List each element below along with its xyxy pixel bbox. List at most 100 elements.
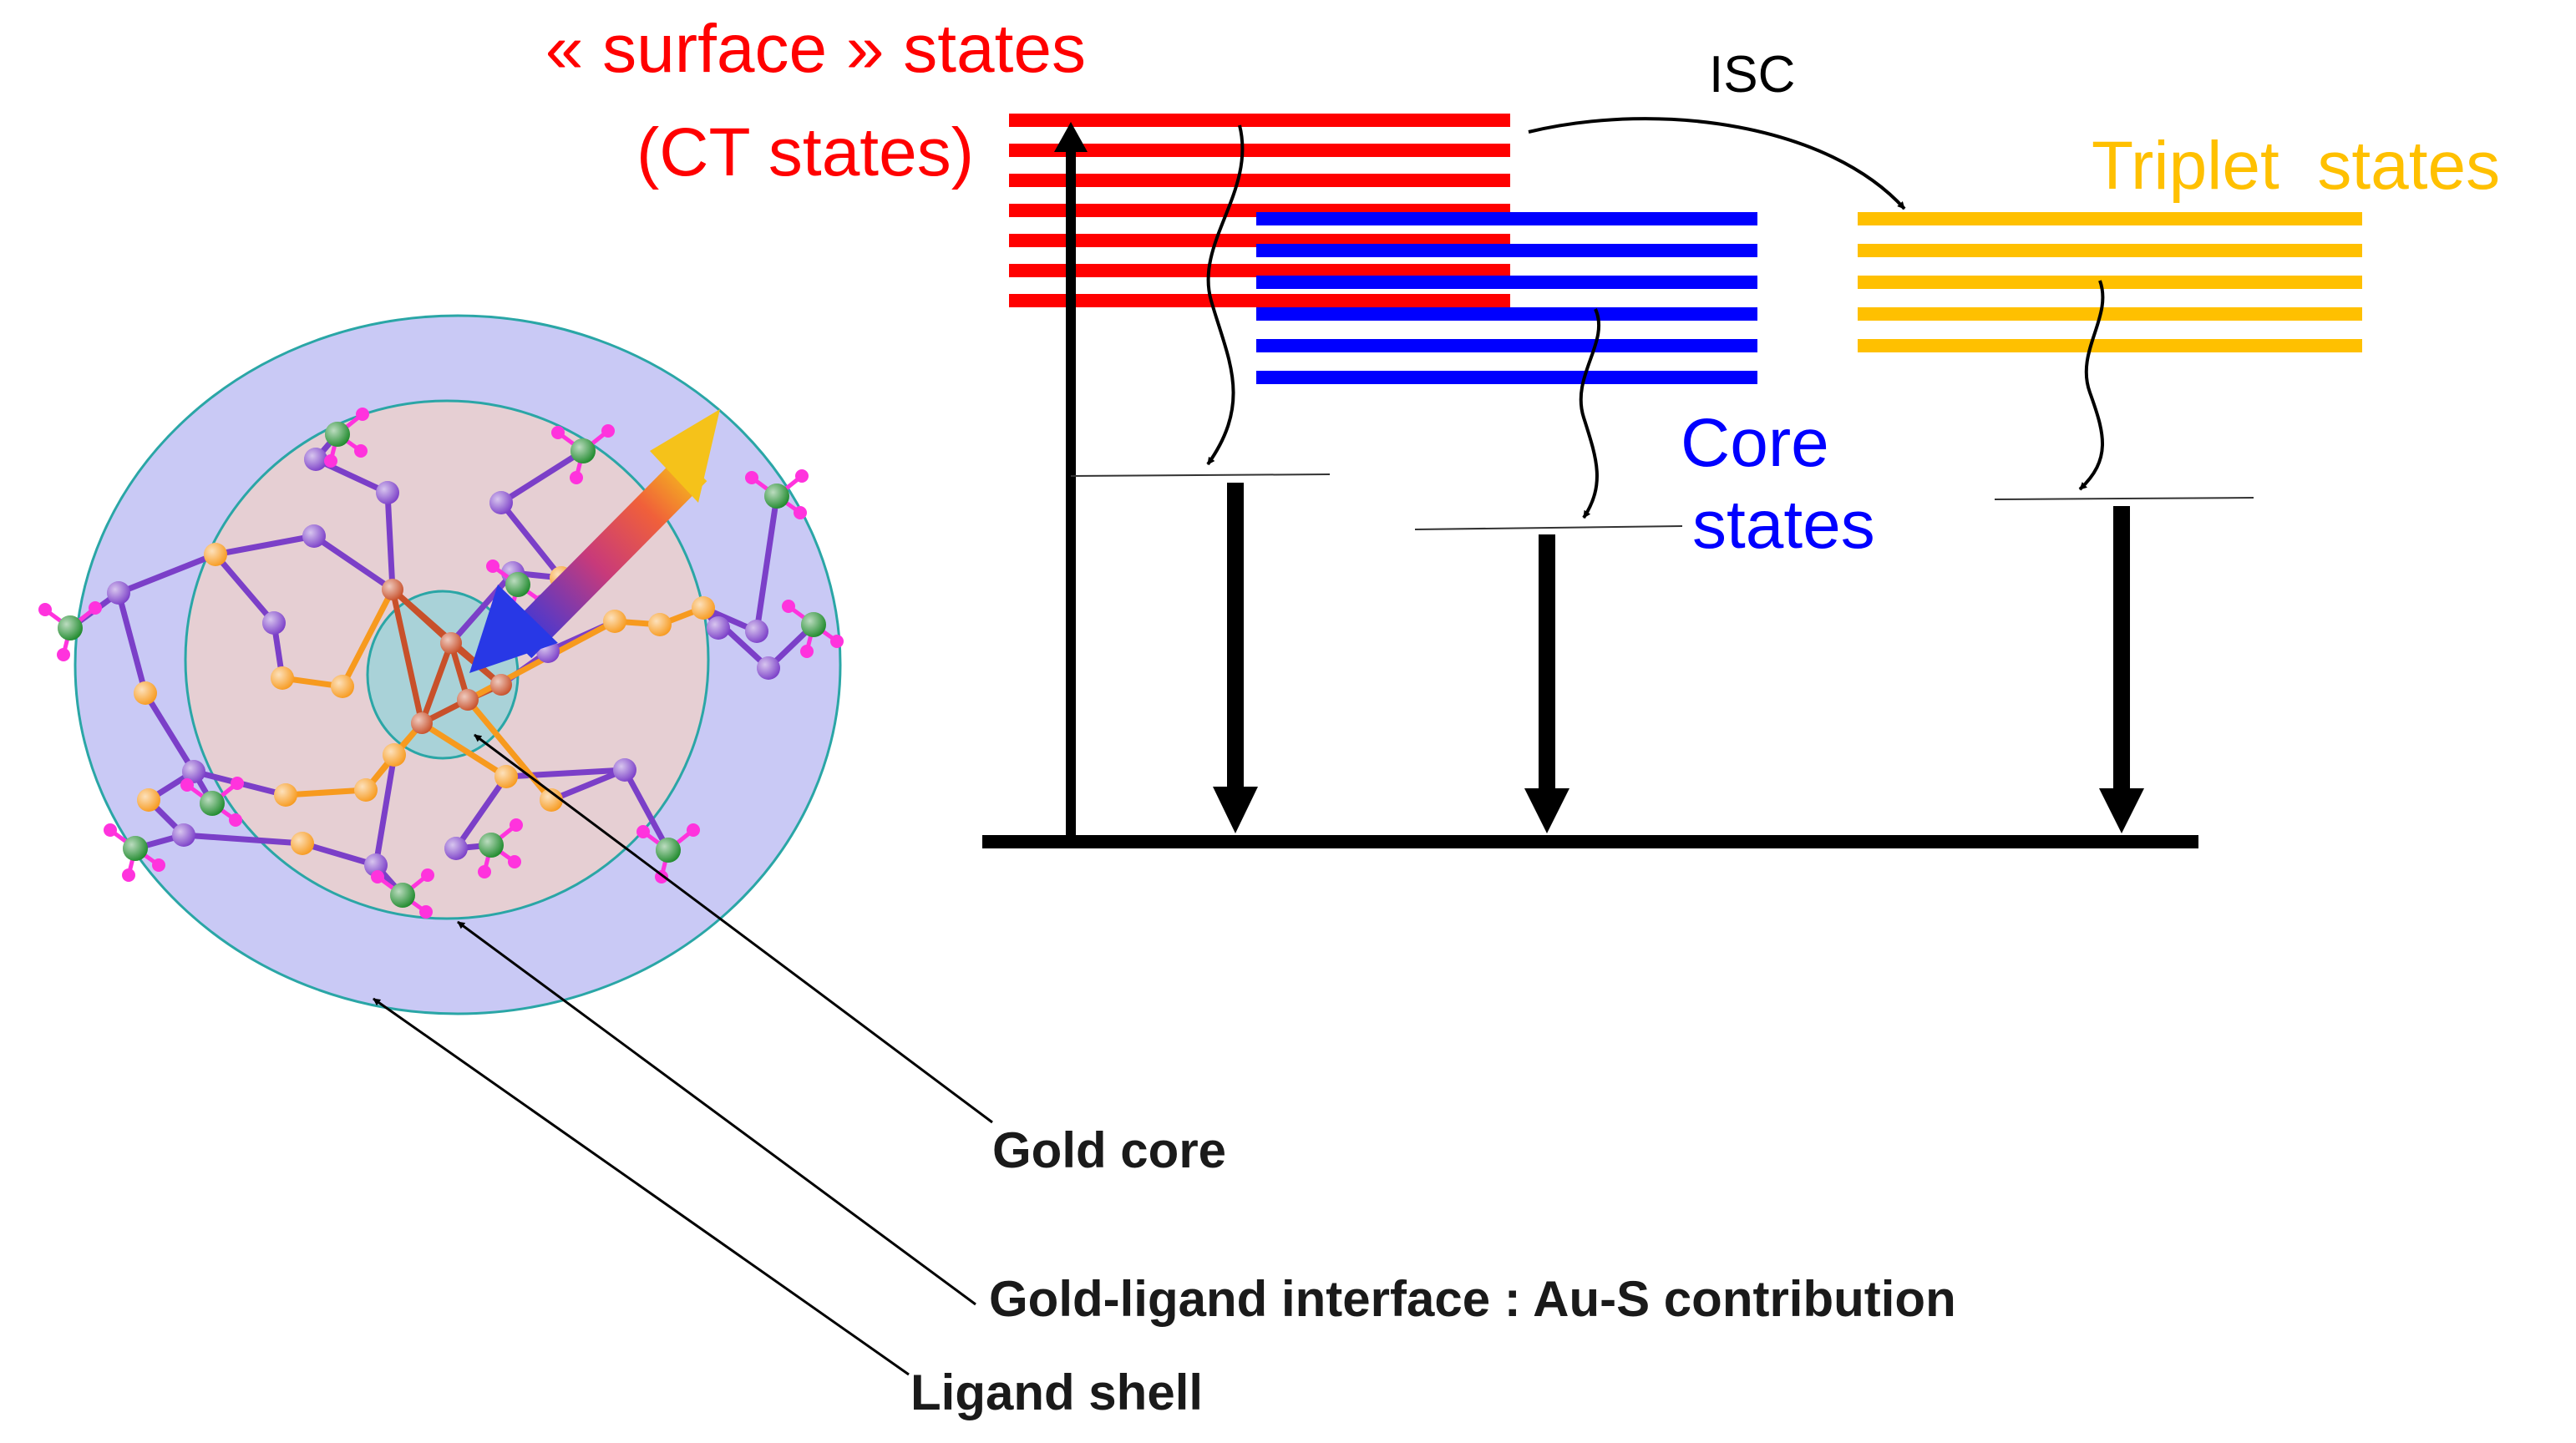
hydrogen-atom <box>486 559 499 573</box>
hydrogen-atom <box>551 426 565 439</box>
atom-bond <box>311 533 396 593</box>
surface-relaxation-arrow <box>1206 124 1245 466</box>
hydrogen-atom <box>687 823 700 837</box>
atom-highlight <box>603 610 626 633</box>
hydrogen-atom <box>794 506 807 519</box>
triplet-relaxation-arrow <box>2078 280 2105 491</box>
ligand-shell-pointer <box>373 997 910 1376</box>
atom-bond <box>142 690 197 775</box>
hydrogen-atom <box>57 648 70 661</box>
interface-pointer <box>457 920 976 1306</box>
hydrogen-atom <box>419 905 433 919</box>
atom-bond <box>503 767 628 780</box>
atom-highlight <box>325 422 350 447</box>
atom-bond <box>212 533 317 558</box>
atom-highlight <box>479 833 504 858</box>
atom-bond <box>448 570 516 646</box>
hydrogen-atom <box>601 424 615 438</box>
hydrogen-atom <box>122 868 135 882</box>
surface-state-level <box>1009 264 1510 277</box>
atom-highlight <box>457 689 479 711</box>
hydrogen-atom <box>38 603 52 616</box>
atom-bond <box>753 493 780 635</box>
hydrogen-atom <box>324 454 337 468</box>
hydrogen-atom <box>104 823 117 837</box>
triplet-states-bands <box>1858 212 2362 352</box>
atom-highlight <box>570 438 596 463</box>
hydrogen-atom <box>231 777 244 790</box>
atom-highlight <box>182 760 205 783</box>
atom-highlight <box>271 666 294 690</box>
isc-arrow <box>1528 117 1906 210</box>
atom-highlight <box>304 448 327 471</box>
surface-state-level <box>1009 294 1510 307</box>
triplet-state-level <box>1858 276 2362 289</box>
atom-highlight <box>757 656 780 680</box>
hydrogen-atom <box>745 471 758 484</box>
atom-highlight <box>505 572 530 597</box>
atom-highlight <box>137 788 160 812</box>
core-relaxation-arrow <box>1579 308 1601 519</box>
atom-bond <box>282 787 369 798</box>
atom-highlight <box>172 823 195 847</box>
atom-highlight <box>411 712 433 734</box>
atom-bond <box>299 840 379 868</box>
atom-highlight <box>364 853 388 877</box>
atom-highlight <box>764 484 789 509</box>
core-state-level <box>1256 276 1757 289</box>
atom-highlight <box>302 524 326 548</box>
atom-bond <box>498 448 586 506</box>
atom-bond <box>212 551 277 626</box>
hydrogen-atom <box>180 778 194 792</box>
excitation-arrow <box>1054 122 1088 838</box>
atom-bond <box>115 551 219 596</box>
hydrogen-atom <box>800 645 814 658</box>
triplet-state-level <box>1858 307 2362 321</box>
triplet-emission-arrow <box>2099 506 2144 833</box>
atom-bond <box>115 590 149 696</box>
atom-bond <box>389 586 425 727</box>
triplet-states-label: Triplet states <box>2092 128 2500 204</box>
core-states-bands <box>1256 212 1757 384</box>
atom-bond <box>418 720 510 780</box>
emission-arrows <box>1213 483 2144 833</box>
core-state-level <box>1256 339 1757 352</box>
atom-bond <box>373 752 398 868</box>
atom-highlight <box>613 758 636 782</box>
core-state-level <box>1256 307 1757 321</box>
pointer-arrows <box>373 733 993 1376</box>
atom-highlight <box>489 491 513 514</box>
atom-highlight <box>262 611 286 635</box>
ligand-shell-label: Ligand shell <box>910 1365 1203 1420</box>
atom-bond <box>453 773 510 852</box>
hydrogen-atom <box>508 855 521 868</box>
interface-label: Gold-ligand interface : Au-S contributio… <box>989 1271 1956 1327</box>
atom-highlight <box>648 613 672 636</box>
surface-state-level <box>1009 144 1510 157</box>
hydrogen-atom <box>636 825 650 838</box>
isc-label: ISC <box>1709 46 1795 104</box>
hydrogen-atom <box>795 469 809 483</box>
hydrogen-atom <box>354 444 368 458</box>
atom-highlight <box>382 579 403 600</box>
atom-highlight <box>204 543 227 566</box>
atom-highlight <box>440 632 462 654</box>
atom-highlight <box>354 778 378 802</box>
gold-core-pointer <box>474 733 993 1124</box>
atom-highlight <box>444 837 468 860</box>
atom-highlight <box>331 675 354 698</box>
surface-state-level <box>1009 174 1510 187</box>
atom-highlight <box>692 596 715 620</box>
atom-bond <box>548 767 628 803</box>
surface-states-label-line1: « surface » states <box>545 11 1086 87</box>
hydrogen-atom <box>478 865 491 878</box>
hydrogen-atom <box>229 813 242 827</box>
core-states-label-line2: states <box>1692 487 1875 563</box>
triplet-state-level <box>1858 244 2362 257</box>
gold-core-label: Gold core <box>992 1122 1226 1178</box>
triplet-state-level <box>1858 212 2362 225</box>
hydrogen-atom <box>830 635 844 648</box>
hydrogen-atom <box>356 408 369 421</box>
atom-highlight <box>540 788 563 812</box>
atom-highlight <box>707 616 730 640</box>
